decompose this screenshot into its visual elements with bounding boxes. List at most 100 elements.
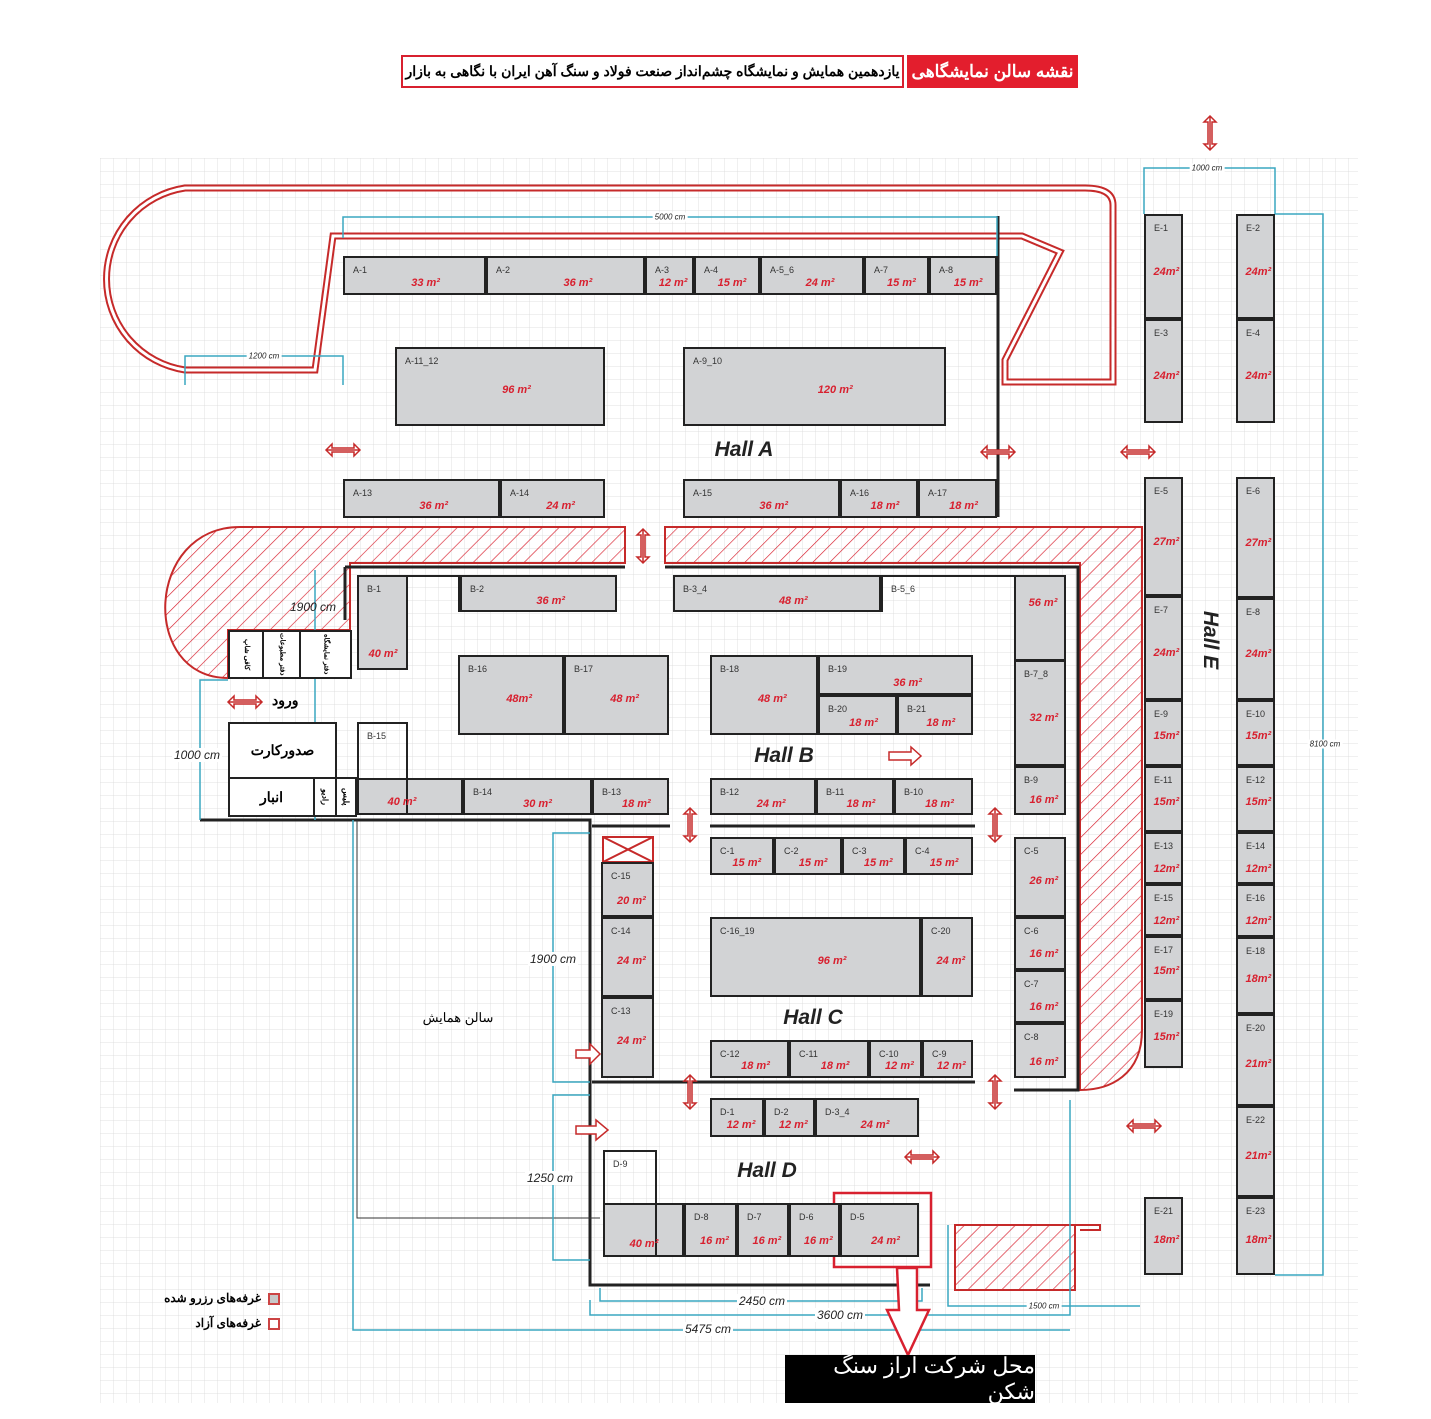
card-issue-booth[interactable]: صدورکارت — [228, 722, 337, 779]
dimension-label: 1250 cm — [524, 1171, 576, 1185]
exhibition-office[interactable]: دفتر نمایشگاه — [299, 630, 352, 679]
booth-id: A-9_10 — [693, 356, 723, 366]
police-room[interactable]: پلیس — [335, 777, 357, 817]
press-office[interactable]: دفتر مطبوعات — [262, 630, 301, 679]
legend-free-label: غرفه‌های آزاد — [195, 1316, 261, 1330]
booth-id: D-6 — [799, 1212, 814, 1222]
storage-room[interactable]: انبار — [228, 777, 315, 817]
radio-room[interactable]: رادیو — [313, 777, 337, 817]
booth-area: 24m² — [1245, 647, 1272, 660]
dimension-label: 1000 cm — [1189, 163, 1225, 173]
booth-id: B-9 — [1024, 775, 1039, 785]
booth-area: 18 m² — [741, 1060, 770, 1073]
coffee-shop[interactable]: کافی شاپ — [228, 630, 264, 679]
booth-area: 36 m² — [893, 676, 922, 689]
booth-id: B-14 — [473, 787, 493, 797]
booth-id: E-19 — [1154, 1009, 1174, 1019]
booth-id: B-10 — [904, 787, 924, 797]
booth-id: C-20 — [931, 926, 951, 936]
